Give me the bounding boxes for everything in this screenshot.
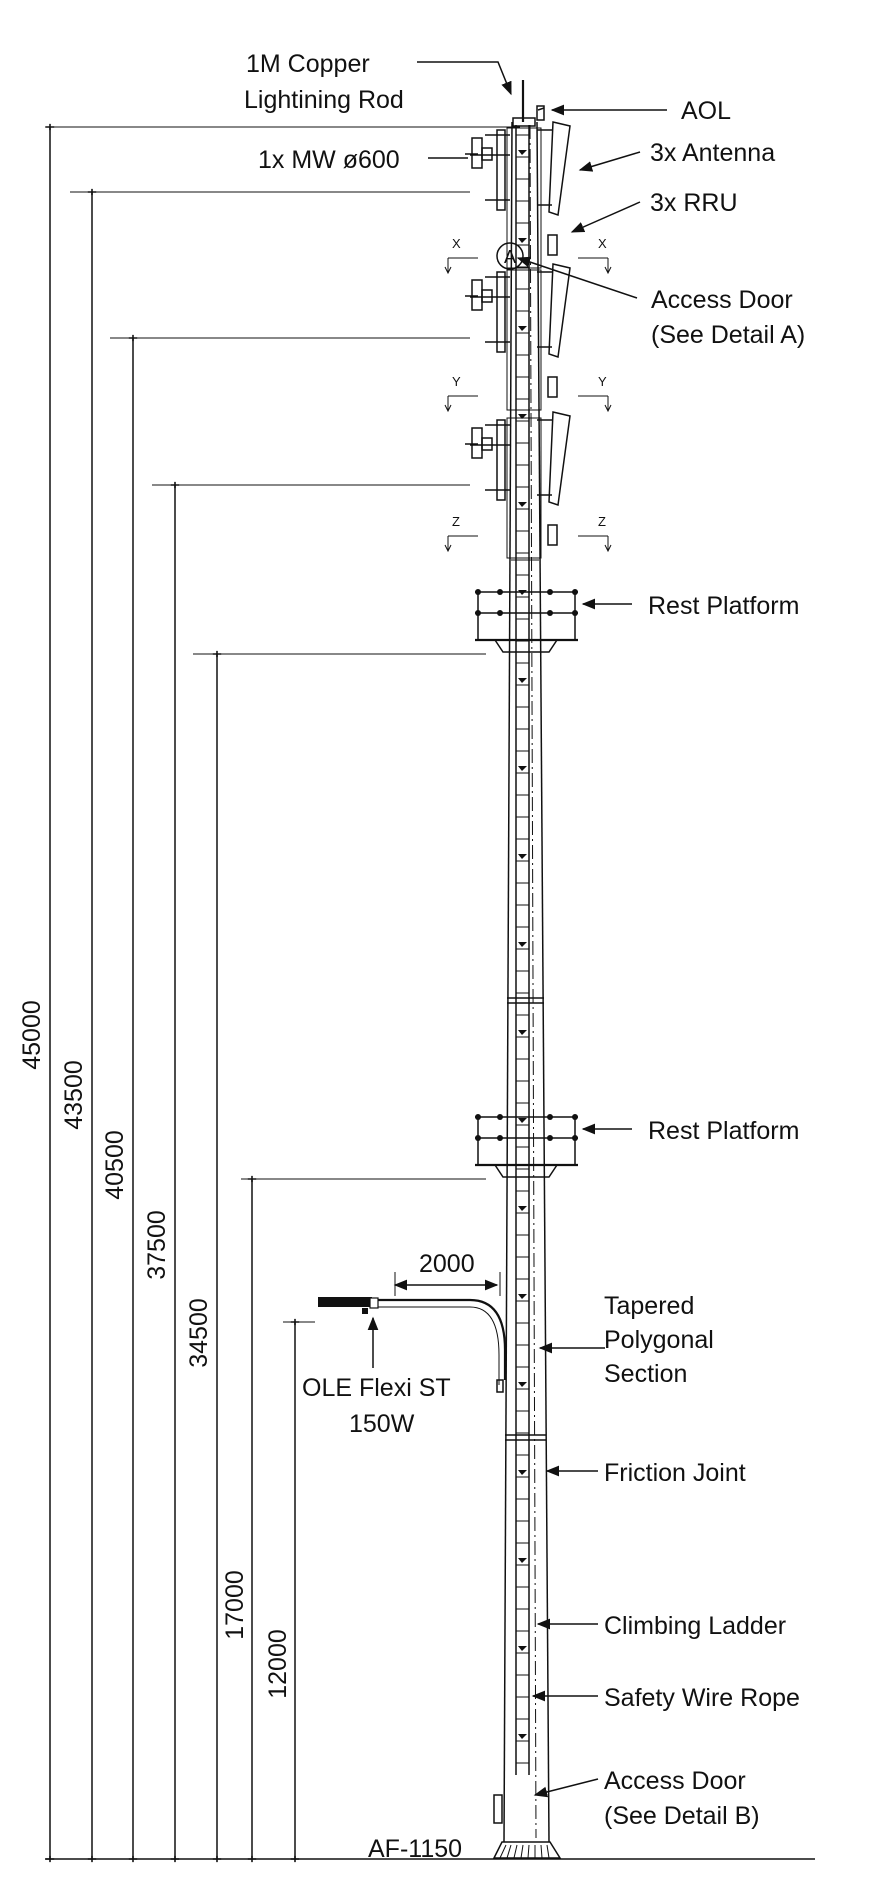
rest-platform-lower-label: Rest Platform [648, 1117, 799, 1145]
aol-label: AOL [681, 97, 731, 125]
antenna-label: 3x Antenna [650, 139, 775, 167]
pole-base-flange [492, 1841, 562, 1859]
dimension-2000: 2000 [393, 1250, 501, 1296]
rru-icon [547, 234, 558, 256]
climbing-ladder-label: Climbing Ladder [604, 1612, 786, 1640]
section-marker-y-right: Y [578, 374, 612, 413]
antenna-panel-icon [537, 263, 571, 358]
dimension-2000-label: 2000 [419, 1250, 475, 1278]
dimension-34500: 34500 [185, 650, 486, 1863]
ladder-bracket [518, 1030, 527, 1035]
ladder-bracket [518, 1470, 527, 1475]
access-door-b-label-line2: (See Detail B) [604, 1802, 760, 1830]
safety-wire-rope-label: Safety Wire Rope [604, 1684, 800, 1712]
ladder-bracket [518, 1294, 527, 1299]
dimension-12000: 12000 [264, 1318, 315, 1863]
section-letter: X [598, 236, 607, 251]
mw-dish-icon [465, 279, 493, 311]
ladder-bracket [518, 1118, 527, 1123]
dimension-43500: 43500 [60, 188, 470, 1863]
friction-joint-label: Friction Joint [604, 1459, 746, 1487]
rest-platform-upper [475, 589, 578, 653]
ladder-bracket [518, 1206, 527, 1211]
dimension-label-12000: 12000 [264, 1629, 292, 1699]
street-light-label-line1: OLE Flexi ST [302, 1374, 451, 1402]
lightning-rod [512, 80, 536, 127]
section-marker-y-left: Y [444, 374, 478, 413]
pole-shaft [503, 121, 550, 1843]
rru-icon [547, 524, 558, 546]
rest-platform-lower [475, 1114, 578, 1178]
aol-light-icon [536, 105, 545, 121]
dimension-17000: 17000 [221, 1175, 486, 1863]
callout-leaders [367, 61, 667, 1798]
foundation-label: AF-1150 [368, 1835, 462, 1863]
dimension-label-37500: 37500 [143, 1210, 171, 1280]
ladder-bracket [518, 766, 527, 771]
ladder-bracket [518, 1382, 527, 1387]
callout-labels: 1M Copper Lightining Rod AOL 3x Antenna … [244, 50, 805, 1863]
street-light-label-line2: 150W [349, 1410, 415, 1438]
ladder-bracket [518, 942, 527, 947]
ladder-bracket [518, 150, 527, 155]
ladder-bracket [518, 502, 527, 507]
antenna-level-2 [465, 263, 571, 411]
detail-a-letter: A [504, 247, 516, 267]
section-marker-z-left: Z [444, 514, 478, 553]
tapered-section-label-line1: Tapered [604, 1292, 694, 1320]
street-light-arm [318, 1297, 507, 1393]
ladder-bracket [518, 326, 527, 331]
dimension-label-45000: 45000 [18, 1000, 46, 1070]
dimension-label-34500: 34500 [185, 1298, 213, 1368]
access-door-a-label-line2: (See Detail A) [651, 321, 805, 349]
ladder-bracket [518, 1734, 527, 1739]
section-letter: Y [452, 374, 461, 389]
dimension-label-43500: 43500 [60, 1060, 88, 1130]
antenna-groups [465, 121, 571, 559]
section-markers: X X Y Y Z Z [444, 236, 612, 553]
antenna-level-3 [465, 411, 571, 559]
ladder-bracket [518, 238, 527, 243]
ladder-bracket [518, 414, 527, 419]
access-door-b-label-line1: Access Door [604, 1767, 746, 1795]
access-door-b [493, 1794, 503, 1824]
dimension-lines: 45000 43500 40500 37500 34500 17000 12000 [18, 123, 520, 1863]
dimension-45000: 45000 [18, 123, 520, 1863]
dimension-37500: 37500 [143, 481, 470, 1863]
rru-label: 3x RRU [650, 189, 738, 217]
section-letter: Z [598, 514, 606, 529]
mw-dish-icon [465, 137, 493, 169]
climbing-ladder [515, 125, 530, 1775]
section-letter: Z [452, 514, 460, 529]
dimension-label-17000: 17000 [221, 1570, 249, 1640]
dimension-label-40500: 40500 [101, 1130, 129, 1200]
mw-dish-icon [465, 427, 493, 459]
street-light-luminaire [318, 1297, 379, 1314]
ladder-bracket [518, 1558, 527, 1563]
ladder-bracket [518, 1646, 527, 1651]
dimension-40500: 40500 [101, 334, 470, 1863]
tapered-section-label-line2: Polygonal [604, 1326, 714, 1354]
antenna-panel-icon [537, 411, 571, 506]
ladder-bracket [518, 854, 527, 859]
section-letter: X [452, 236, 461, 251]
section-marker-x-left: X [444, 236, 478, 275]
section-marker-x-right: X [578, 236, 612, 275]
rest-platform-upper-label: Rest Platform [648, 592, 799, 620]
section-letter: Y [598, 374, 607, 389]
tapered-section-label-line3: Section [604, 1360, 687, 1388]
access-door-a-label-line1: Access Door [651, 286, 793, 314]
detail-a-marker: A [496, 242, 524, 270]
lightning-rod-label-line1: 1M Copper [246, 50, 370, 78]
rru-icon [547, 376, 558, 398]
antenna-panel-icon [537, 121, 571, 216]
mw-dish-label: 1x MW ø600 [258, 146, 400, 174]
lightning-rod-label-line2: Lightining Rod [244, 86, 404, 114]
ladder-bracket [518, 678, 527, 683]
section-marker-z-right: Z [578, 514, 612, 553]
antenna-level-1 [465, 121, 571, 269]
